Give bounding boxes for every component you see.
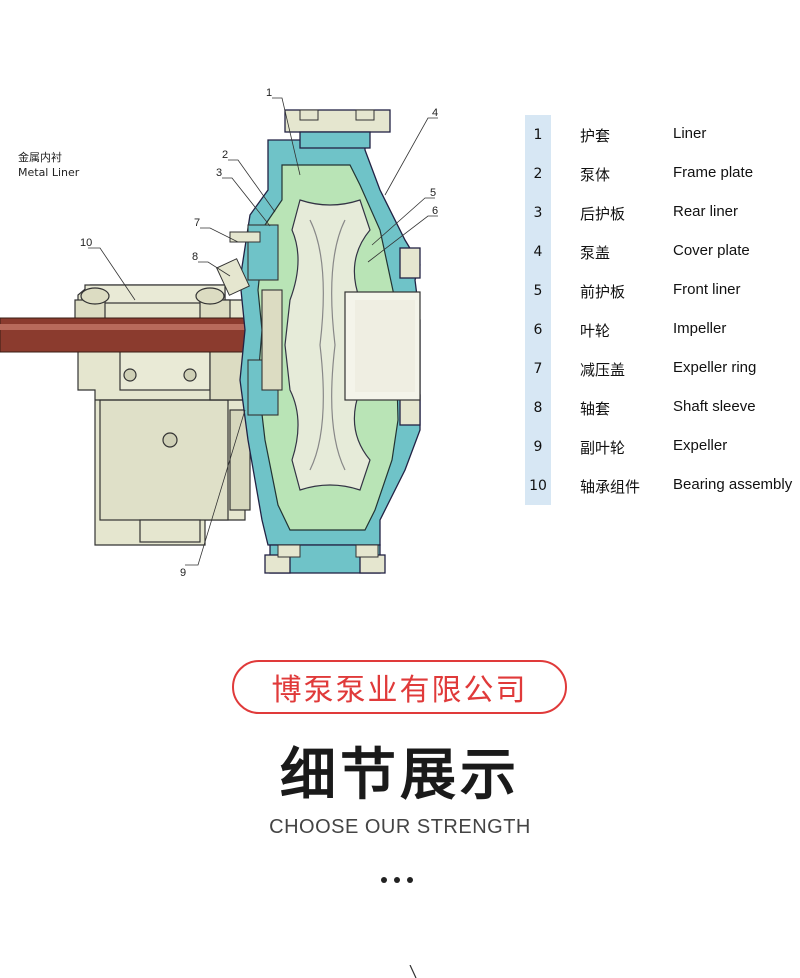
brand-badge: 博泵泵业有限公司 — [232, 660, 567, 714]
section-subtitle: CHOOSE OUR STRENGTH — [269, 816, 531, 838]
legend-row: 2 泵体 Frame plate — [520, 154, 800, 193]
legend-en-name: Frame plate — [673, 164, 754, 181]
legend-cn-name: 叶轮 — [580, 322, 611, 340]
legend-number: 6 — [525, 310, 551, 349]
legend-en-name: Expeller — [673, 437, 728, 454]
pump-cross-section-diagram: 1 2 3 4 5 6 7 8 10 9 — [0, 87, 438, 579]
decorative-dots — [381, 868, 421, 883]
legend-row: 10 轴承组件 Bearing assembly — [520, 466, 800, 505]
callout-8: 8 — [192, 251, 198, 263]
legend-row: 7 减压盖 Expeller ring — [520, 349, 800, 388]
legend-row: 6 叶轮 Impeller — [520, 310, 800, 349]
legend-number: 1 — [525, 115, 551, 154]
legend-number: 7 — [525, 349, 551, 388]
section-title: 细节展示 — [280, 743, 520, 808]
callout-2: 2 — [222, 149, 228, 161]
legend-number: 5 — [525, 271, 551, 310]
legend-row: 3 后护板 Rear liner — [520, 193, 800, 232]
legend-number: 9 — [525, 427, 551, 466]
callout-1: 1 — [266, 87, 272, 99]
brand-name: 博泵泵业有限公司 — [271, 673, 528, 708]
legend-cn-name: 减压盖 — [580, 361, 626, 379]
legend-en-name: Bearing assembly — [673, 476, 793, 493]
legend-cn-name: 护套 — [580, 127, 611, 145]
legend-number: 4 — [525, 232, 551, 271]
legend-cn-name: 前护板 — [580, 283, 626, 301]
legend-cn-name: 轴套 — [580, 400, 611, 418]
metal-liner-label: 金属内衬 Metal Liner — [18, 150, 79, 180]
decorative-stroke-icon — [409, 965, 417, 978]
legend-en-name: Front liner — [673, 281, 741, 298]
callout-3: 3 — [216, 167, 222, 179]
legend-number: 2 — [525, 154, 551, 193]
legend-row: 5 前护板 Front liner — [520, 271, 800, 310]
legend-row: 1 护套 Liner — [520, 115, 800, 154]
legend-en-name: Rear liner — [673, 203, 739, 220]
legend-en-name: Cover plate — [673, 242, 750, 259]
legend-cn-name: 副叶轮 — [580, 439, 626, 457]
legend-en-name: Liner — [673, 125, 707, 142]
callout-9: 9 — [180, 567, 186, 579]
legend-row: 9 副叶轮 Expeller — [520, 427, 800, 466]
legend-number: 10 — [525, 466, 551, 505]
callout-4: 4 — [432, 107, 438, 119]
legend-en-name: Shaft sleeve — [673, 398, 756, 415]
impeller — [284, 199, 371, 491]
legend-number: 8 — [525, 388, 551, 427]
legend-cn-name: 泵体 — [580, 166, 611, 184]
legend-cn-name: 泵盖 — [580, 244, 611, 262]
callout-7: 7 — [194, 217, 200, 229]
metal-liner-cn: 金属内衬 — [18, 151, 62, 164]
legend-row: 8 轴套 Shaft sleeve — [520, 388, 800, 427]
callout-6: 6 — [432, 205, 438, 217]
legend-cn-name: 后护板 — [580, 205, 626, 223]
parts-legend: 1 护套 Liner 2 泵体 Frame plate 3 后护板 Rear l… — [520, 115, 800, 510]
legend-row: 4 泵盖 Cover plate — [520, 232, 800, 271]
legend-number: 3 — [525, 193, 551, 232]
legend-en-name: Expeller ring — [673, 359, 757, 376]
legend-cn-name: 轴承组件 — [580, 478, 641, 496]
legend-en-name: Impeller — [673, 320, 727, 337]
callout-10: 10 — [80, 237, 92, 249]
callout-5: 5 — [430, 187, 436, 199]
metal-liner-en: Metal Liner — [18, 166, 80, 179]
